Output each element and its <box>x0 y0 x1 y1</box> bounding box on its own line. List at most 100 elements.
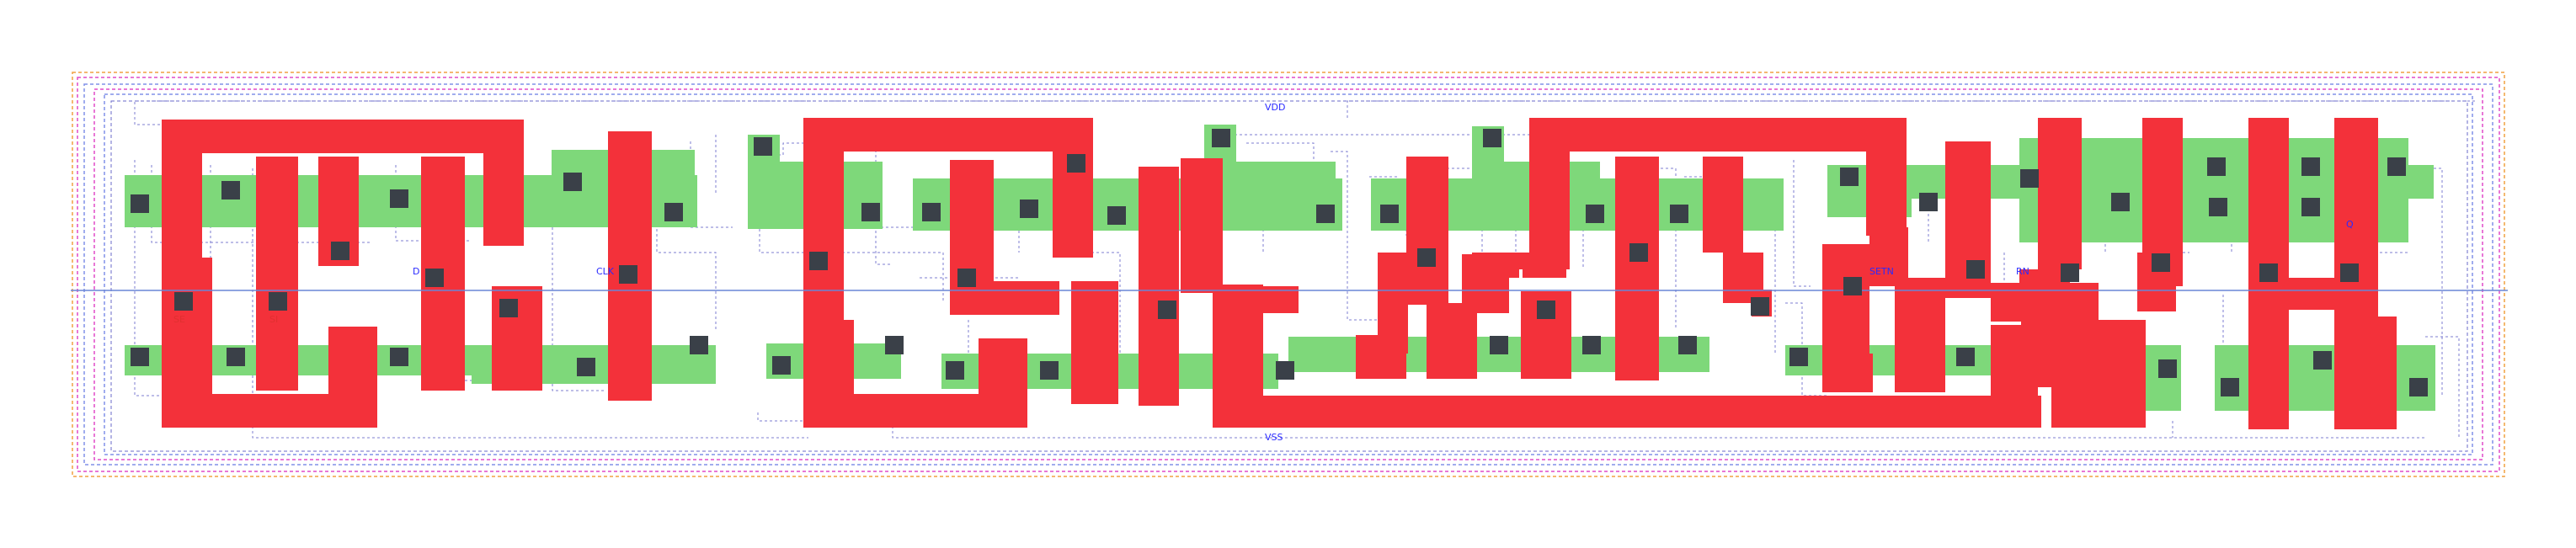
poly-segment <box>1529 118 1907 152</box>
boundary-2 <box>77 77 2500 472</box>
route-line <box>1347 100 2476 118</box>
contact <box>2301 198 2320 216</box>
contact <box>221 181 240 200</box>
cell-boundaries <box>72 72 2505 477</box>
route-line <box>1086 252 1121 354</box>
contact <box>690 336 708 354</box>
contact <box>1417 248 1436 267</box>
label-si: SI <box>269 314 278 325</box>
contact <box>2313 351 2332 370</box>
contact <box>861 203 880 221</box>
poly-segment <box>1213 286 1263 428</box>
poly-layer <box>162 118 2397 429</box>
contact <box>1067 154 1085 173</box>
label-setn: SETN <box>1869 266 1894 277</box>
contact <box>664 203 683 221</box>
contact <box>946 361 964 380</box>
contact <box>1040 361 1059 380</box>
route-line <box>252 168 808 439</box>
poly-segment <box>979 338 1027 428</box>
contact <box>174 292 193 311</box>
boundary-5 <box>104 93 2473 455</box>
poly-segment <box>1378 253 1408 354</box>
contact <box>1276 361 1294 380</box>
contact <box>2409 378 2428 396</box>
contact <box>425 269 444 287</box>
poly-segment <box>162 120 524 153</box>
route-line <box>759 219 944 303</box>
route-line <box>134 100 1213 125</box>
route-line <box>1793 160 1811 287</box>
poly-segment <box>1869 227 1908 286</box>
contact <box>1212 129 1230 147</box>
contact <box>1020 200 1038 218</box>
contact <box>2061 263 2079 282</box>
contact <box>131 348 149 366</box>
contact <box>1678 336 1697 354</box>
route-line <box>2425 336 2460 438</box>
route-line <box>552 187 606 391</box>
poly-segment <box>803 320 854 428</box>
contact <box>772 356 791 375</box>
label-se: SE <box>173 314 185 325</box>
contact <box>2301 157 2320 176</box>
contact <box>885 336 904 354</box>
label-vdd: VDD <box>1265 102 1285 113</box>
contact <box>1629 243 1648 262</box>
poly-segment <box>1523 253 1566 278</box>
contacts-layer <box>131 129 2428 396</box>
contact <box>2340 263 2359 282</box>
contact <box>1586 205 1604 223</box>
label-vss: VSS <box>1265 432 1283 443</box>
contact <box>2207 157 2226 176</box>
label-d: D <box>413 266 419 277</box>
poly-segment <box>2099 320 2146 428</box>
diffusion-region <box>1218 162 1336 229</box>
contact <box>1843 277 1862 295</box>
contact <box>1316 205 1335 223</box>
route-line <box>1331 151 1381 321</box>
poly-segment <box>1866 118 1907 236</box>
contact <box>1919 193 1938 211</box>
contact <box>1380 205 1399 223</box>
contact <box>957 269 976 287</box>
contact <box>2111 193 2130 211</box>
poly-segment <box>2038 118 2082 269</box>
contact <box>331 242 349 260</box>
contact <box>563 173 582 191</box>
contact <box>2387 157 2406 176</box>
poly-segment <box>1053 118 1093 258</box>
contact <box>2209 198 2227 216</box>
net-labels: VDD VSS D CLK SETN RN Q SE SI <box>173 102 2354 443</box>
outer-boundary <box>72 72 2505 477</box>
poly-segment <box>1406 157 1448 305</box>
contact <box>1789 348 1808 366</box>
poly-segment <box>1703 157 1743 253</box>
contact <box>1490 336 1508 354</box>
poly-segment <box>1139 167 1179 406</box>
contact <box>1670 205 1688 223</box>
poly-segment <box>179 258 212 394</box>
contact <box>131 194 149 213</box>
label-q: Q <box>2346 219 2354 230</box>
contact <box>2221 378 2239 396</box>
contact <box>809 252 828 270</box>
contact <box>390 348 408 366</box>
label-rn: RN <box>2016 266 2029 277</box>
route-line <box>2357 168 2408 253</box>
contact <box>922 203 941 221</box>
poly-segment <box>2341 317 2397 429</box>
contact <box>1840 168 1859 186</box>
route-line <box>892 396 2425 439</box>
poly-segment <box>1822 354 1873 392</box>
label-clk: CLK <box>596 266 615 277</box>
boundary-3 <box>83 83 2493 466</box>
poly-segment <box>256 157 298 391</box>
contact <box>1107 206 1126 225</box>
poly-segment <box>1181 158 1223 293</box>
contact <box>1956 348 1975 366</box>
contact <box>390 189 408 208</box>
contact <box>2020 169 2039 188</box>
